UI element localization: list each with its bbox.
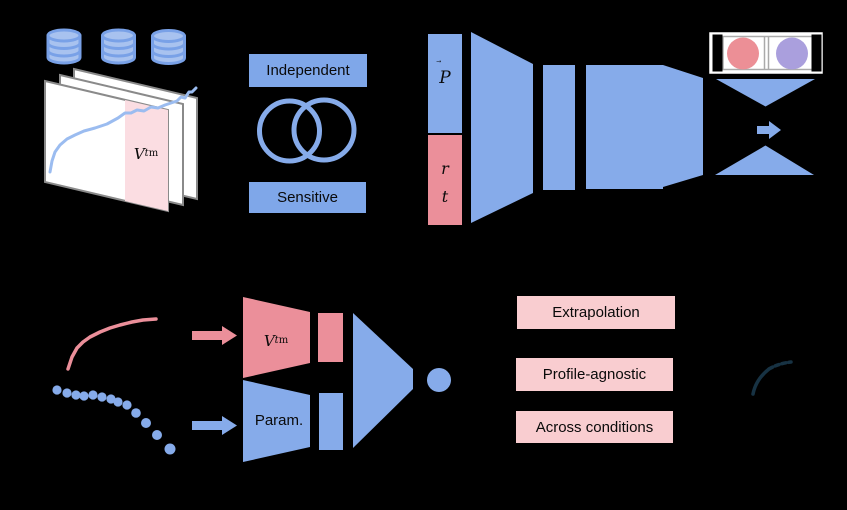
param-arrow-icon: [192, 416, 237, 435]
measured-voltage-curve: [66, 317, 158, 371]
sensitive-embedding-circle: [727, 37, 759, 70]
param-encoder-trapezoid: [243, 380, 310, 462]
venn-circle-left: [257, 98, 322, 164]
voltage-embedding-rect: [318, 313, 343, 362]
database-icon: [151, 29, 186, 65]
database-icon: [101, 28, 136, 65]
sensitive-box: [249, 182, 366, 213]
encoder-input-profile: [428, 34, 462, 133]
predicted-curve-dashed: [767, 360, 793, 371]
bowtie-top-triangle: [716, 79, 815, 107]
voltage-encoder-trapezoid: [243, 297, 310, 378]
venn-overlap-icon: [257, 97, 357, 164]
bowtie-bottom-triangle: [715, 145, 814, 175]
encoder-layer-trapezoid: [471, 32, 533, 223]
encoder-input-rate-time: [428, 135, 462, 225]
encoder-output-trapezoid: [663, 65, 703, 187]
venn-circle-right: [291, 97, 357, 163]
capability-box-extrapolation: [517, 296, 675, 329]
predicted-curve-solid: [751, 367, 771, 396]
encoder-layer-rect-narrow: [543, 65, 575, 190]
voltage-arrow-icon: [192, 326, 237, 345]
database-icon: [46, 28, 82, 65]
param-embedding-rect: [319, 393, 343, 450]
independent-box: [249, 54, 367, 87]
parameter-points: [52, 385, 176, 455]
fusion-node-circle: [427, 368, 451, 392]
voltage-curve: [48, 86, 198, 174]
independent-embedding-circle: [776, 37, 808, 70]
masked-voltage-region: [125, 100, 168, 211]
latent-end-bar-left: [712, 34, 723, 72]
capability-box-profile-agnostic: [516, 358, 673, 391]
capability-box-across-conditions: [516, 411, 673, 443]
encoder-layer-rect-wide: [586, 65, 663, 189]
fusion-triangle: [353, 313, 413, 448]
latent-end-bar-right: [811, 34, 822, 72]
database-icons: [46, 28, 186, 65]
right-arrow-icon: [757, 121, 781, 139]
